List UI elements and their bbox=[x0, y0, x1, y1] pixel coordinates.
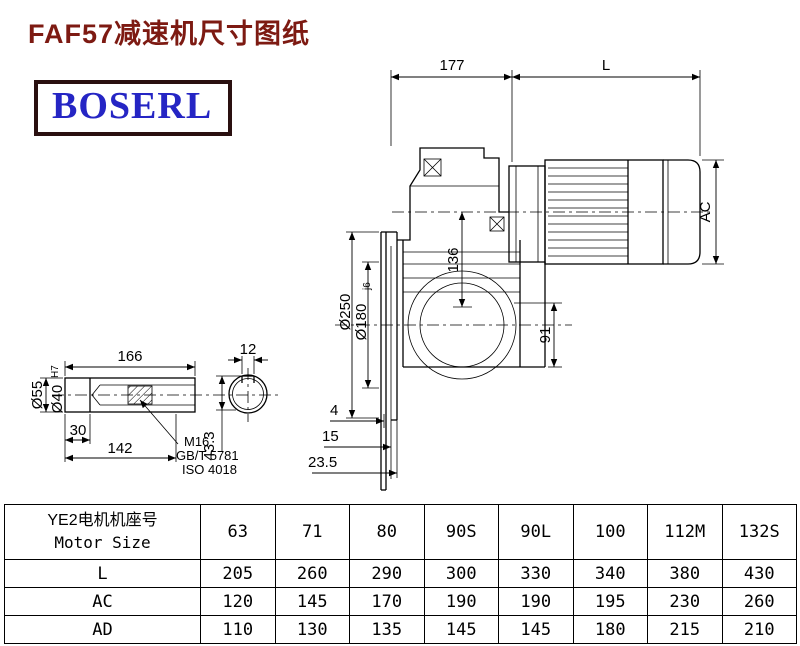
dim-30-142: 30 142 bbox=[64, 414, 177, 462]
boserl-logo: BOSERL bbox=[34, 80, 233, 136]
dim-12: 12 bbox=[228, 341, 268, 374]
dim-AC: AC bbox=[697, 159, 724, 265]
dim-250: Ø250 bbox=[337, 231, 379, 419]
dim-AC-label: AC bbox=[697, 201, 714, 222]
dim-offsets: 4 15 23.5 bbox=[308, 402, 397, 477]
dim-15-label: 15 bbox=[322, 428, 339, 445]
table-cell: 135 bbox=[349, 615, 425, 644]
main-view: 177 L AC Ø250 Ø180 j6 1 bbox=[308, 57, 724, 491]
dim-250-label: Ø250 bbox=[337, 294, 354, 331]
table-cell: 145 bbox=[498, 615, 574, 644]
table-header-cell: 100 bbox=[572, 504, 648, 560]
dim-43_3: 43.3 bbox=[201, 375, 244, 461]
dim-177-L: 177 L bbox=[390, 57, 701, 162]
shaft-detail-view: 166 Ø55 Ø40 H7 30 142 M16 GB/T 5781 ISO … bbox=[29, 341, 278, 477]
dim-136: 136 bbox=[445, 212, 472, 308]
dim-91: 91 bbox=[514, 302, 562, 368]
note-m16-label: M16 bbox=[184, 434, 209, 449]
table-header-row: YE2电机机座号 Motor Size 63 71 80 90S 90L 100… bbox=[4, 504, 797, 560]
dim-91-label: 91 bbox=[537, 327, 554, 344]
table-cell: 380 bbox=[647, 559, 723, 588]
hollow-shaft bbox=[64, 377, 196, 413]
dim-12-label: 12 bbox=[240, 341, 257, 358]
motor-size-label-en: Motor Size bbox=[54, 533, 151, 552]
table-row-AD: AD 110 130 135 145 145 180 215 210 bbox=[4, 615, 797, 644]
table-cell: 205 bbox=[200, 559, 276, 588]
output-flange bbox=[380, 231, 398, 491]
table-cell: 195 bbox=[572, 587, 648, 616]
motor-size-label-cn: YE2电机机座号 bbox=[47, 512, 158, 529]
dim-55-label: Ø55 bbox=[29, 381, 46, 409]
table-cell: 215 bbox=[647, 615, 723, 644]
bolt-hole-symbol bbox=[423, 158, 442, 177]
motor bbox=[544, 159, 701, 265]
gear-housing bbox=[397, 147, 546, 380]
table-cell: 190 bbox=[423, 587, 499, 616]
table-cell: 145 bbox=[274, 587, 350, 616]
dim-166: 166 bbox=[64, 348, 196, 376]
table-header-cell: 71 bbox=[274, 504, 350, 560]
table-header-cell: 90L bbox=[498, 504, 574, 560]
table-cell: 210 bbox=[721, 615, 797, 644]
table-cell: 130 bbox=[274, 615, 350, 644]
table-cell: 110 bbox=[200, 615, 276, 644]
dim-30-label: 30 bbox=[70, 422, 87, 439]
bolt-hole-symbol bbox=[489, 216, 505, 232]
dim-L-label: L bbox=[602, 57, 610, 74]
dim-23_5-label: 23.5 bbox=[308, 454, 337, 471]
shaft-end-view bbox=[228, 368, 268, 422]
table-cell: 300 bbox=[423, 559, 499, 588]
table-header-cell: 80 bbox=[349, 504, 425, 560]
table-cell: 290 bbox=[349, 559, 425, 588]
table-cell: 170 bbox=[349, 587, 425, 616]
dim-40-tolerance-label: H7 bbox=[50, 365, 61, 378]
table-row-L: L 205 260 290 300 330 340 380 430 bbox=[4, 559, 797, 588]
note-gbt-label: GB/T 5781 bbox=[176, 448, 239, 463]
technical-drawing: 177 L AC Ø250 Ø180 j6 1 bbox=[29, 57, 724, 491]
fan-cowl bbox=[663, 159, 701, 265]
note-iso-label: ISO 4018 bbox=[182, 462, 237, 477]
table-cell: 340 bbox=[572, 559, 648, 588]
table-row-label: L bbox=[4, 559, 201, 588]
table-cell: 330 bbox=[498, 559, 574, 588]
table-cell: 180 bbox=[572, 615, 648, 644]
table-cell: 260 bbox=[274, 559, 350, 588]
table-cell: 260 bbox=[721, 587, 797, 616]
table-cell: 190 bbox=[498, 587, 574, 616]
table-header-cell: 132S bbox=[721, 504, 797, 560]
thread-section bbox=[127, 385, 153, 405]
dim-40-label: Ø40 bbox=[49, 385, 66, 413]
dim-180-tolerance-label: j6 bbox=[362, 282, 373, 291]
page-title: FAF57减速机尺寸图纸 bbox=[28, 19, 311, 49]
table-row-label: AC bbox=[4, 587, 201, 616]
dim-180: Ø180 j6 bbox=[353, 261, 379, 389]
table-header-cell: 90S bbox=[423, 504, 499, 560]
motor-size-header-cell: YE2电机机座号 Motor Size bbox=[4, 504, 201, 560]
dim-166-label: 166 bbox=[117, 348, 142, 365]
dim-142-label: 142 bbox=[107, 440, 132, 457]
dimension-table: YE2电机机座号 Motor Size 63 71 80 90S 90L 100… bbox=[4, 504, 797, 644]
table-cell: 430 bbox=[721, 559, 797, 588]
dim-4-label: 4 bbox=[330, 402, 338, 419]
dim-180-label: Ø180 bbox=[353, 304, 370, 341]
table-row-label: AD bbox=[4, 615, 201, 644]
table-cell: 230 bbox=[647, 587, 723, 616]
table-row-AC: AC 120 145 170 190 190 195 230 260 bbox=[4, 587, 797, 616]
motor-adapter bbox=[508, 165, 546, 263]
table-header-cell: 63 bbox=[200, 504, 276, 560]
dim-177-label: 177 bbox=[439, 57, 464, 74]
dim-55-40: Ø55 Ø40 H7 bbox=[29, 365, 66, 413]
table-cell: 145 bbox=[423, 615, 499, 644]
table-header-cell: 112M bbox=[647, 504, 723, 560]
table-cell: 120 bbox=[200, 587, 276, 616]
thread-note: M16 GB/T 5781 ISO 4018 bbox=[139, 399, 239, 477]
dim-136-label: 136 bbox=[445, 247, 462, 272]
dim-43_3-label: 43.3 bbox=[201, 431, 218, 460]
